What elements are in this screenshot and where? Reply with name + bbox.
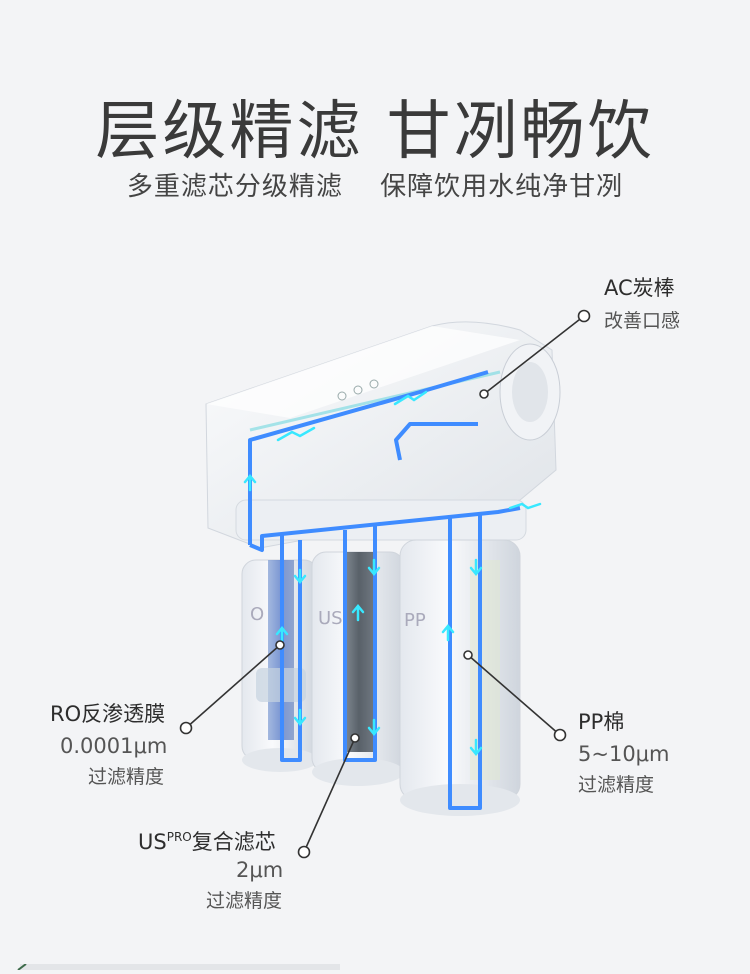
svg-text:PP: PP: [404, 610, 426, 631]
page-subtitle: 多重滤芯分级精滤 保障饮用水纯净甘冽: [0, 166, 750, 203]
callout-ac-title: AC炭棒: [604, 276, 675, 300]
callout-us-title: USPRO复合滤芯: [138, 826, 276, 856]
subtitle-left: 多重滤芯分级精滤: [126, 172, 343, 202]
callout-us-sub: 过滤精度: [206, 890, 283, 912]
callout-us-title-tail: 复合滤芯: [191, 830, 276, 854]
svg-text:O: O: [250, 604, 264, 625]
callout-ac-sub: 改善口感: [604, 310, 681, 332]
callout-ro-sub: 过滤精度: [88, 766, 165, 788]
svg-text:US: US: [318, 608, 343, 629]
subtitle-right: 保障饮用水纯净甘冽: [380, 172, 624, 202]
callout-us-title-sup: PRO: [166, 830, 192, 844]
callout-us-spec: 2μm: [236, 858, 284, 882]
callout-pp-title: PP棉: [578, 710, 625, 734]
page-title: 层级精滤 甘冽畅饮: [95, 95, 655, 169]
callout-ro-title: RO反渗透膜: [50, 702, 166, 726]
bottom-divider: [0, 955, 750, 971]
callout-ro-spec: 0.0001μm: [60, 734, 168, 758]
callout-pp-spec: 5~10μm: [578, 742, 670, 766]
callout-us-title-main: US: [138, 830, 167, 854]
callout-pp-sub: 过滤精度: [578, 774, 655, 796]
